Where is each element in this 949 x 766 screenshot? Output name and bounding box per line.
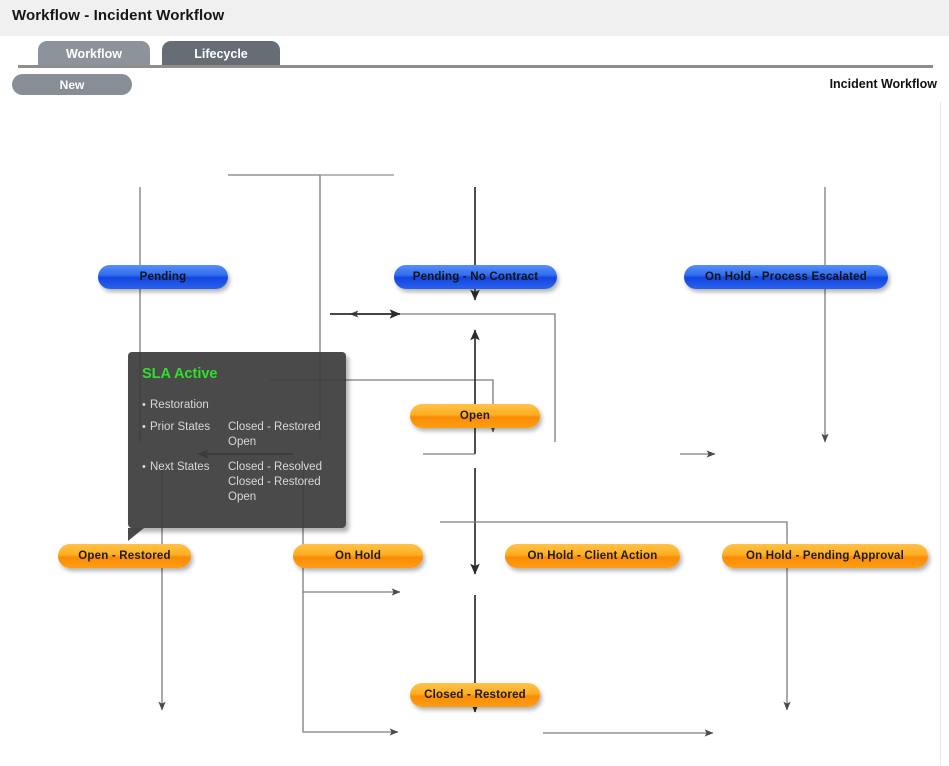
tooltip-value: Open: [228, 436, 257, 448]
window-titlebar: Workflow - Incident Workflow: [0, 0, 949, 37]
node-on-hold-pending-approval[interactable]: On Hold - Pending Approval: [722, 544, 928, 568]
tooltip-title: SLA Active: [142, 366, 218, 382]
tooltip-rows: • Restoration • Prior States Closed - Re…: [142, 398, 338, 512]
tooltip-values-next-states: Closed - Resolved Closed - Restored Open: [228, 460, 322, 505]
node-pending[interactable]: Pending: [98, 265, 228, 289]
tooltip-label-prior-states: Prior States: [150, 421, 211, 433]
tooltip-value: Open: [228, 491, 257, 503]
tooltip-row-restoration: • Restoration: [142, 398, 338, 413]
tooltip-value: Closed - Restored: [228, 421, 321, 433]
toolbar: New Incident Workflow: [0, 70, 949, 102]
tooltip-value: Closed - Restored: [228, 476, 321, 488]
node-on-hold[interactable]: On Hold: [293, 544, 423, 568]
tooltip-row-prior-states: • Prior States Closed - Restored Open: [142, 420, 338, 450]
tooltip-value: Closed - Resolved: [228, 461, 322, 473]
new-button[interactable]: New: [12, 74, 132, 95]
tab-lifecycle[interactable]: Lifecycle: [162, 41, 280, 66]
tab-underline: [18, 65, 933, 68]
node-on-hold-process-escalated[interactable]: On Hold - Process Escalated: [684, 265, 888, 289]
canvas-right-edge: [940, 102, 949, 766]
workflow-canvas[interactable]: Pending Pending - No Contract On Hold - …: [0, 102, 940, 766]
state-info-tooltip: SLA Active • Restoration • Prior States …: [128, 352, 346, 541]
tooltip-label-restoration: Restoration: [150, 399, 209, 411]
node-open-restored[interactable]: Open - Restored: [58, 544, 191, 568]
bullet-icon: •: [142, 461, 146, 473]
node-pending-no-contract[interactable]: Pending - No Contract: [394, 265, 557, 289]
tooltip-pointer: [128, 528, 144, 541]
tooltip-values-prior-states: Closed - Restored Open: [228, 420, 321, 450]
tab-strip: Workflow Lifecycle: [0, 36, 949, 66]
tooltip-row-next-states: • Next States Closed - Resolved Closed -…: [142, 460, 338, 505]
node-closed-restored[interactable]: Closed - Restored: [410, 683, 540, 707]
tooltip-label-next-states: Next States: [150, 461, 210, 473]
diagram-title: Incident Workflow: [829, 77, 937, 91]
node-on-hold-client-action[interactable]: On Hold - Client Action: [505, 544, 680, 568]
bullet-icon: •: [142, 421, 146, 433]
tab-workflow[interactable]: Workflow: [38, 41, 150, 66]
page-title: Workflow - Incident Workflow: [12, 7, 225, 24]
node-open[interactable]: Open: [410, 404, 540, 428]
bullet-icon: •: [142, 399, 146, 411]
